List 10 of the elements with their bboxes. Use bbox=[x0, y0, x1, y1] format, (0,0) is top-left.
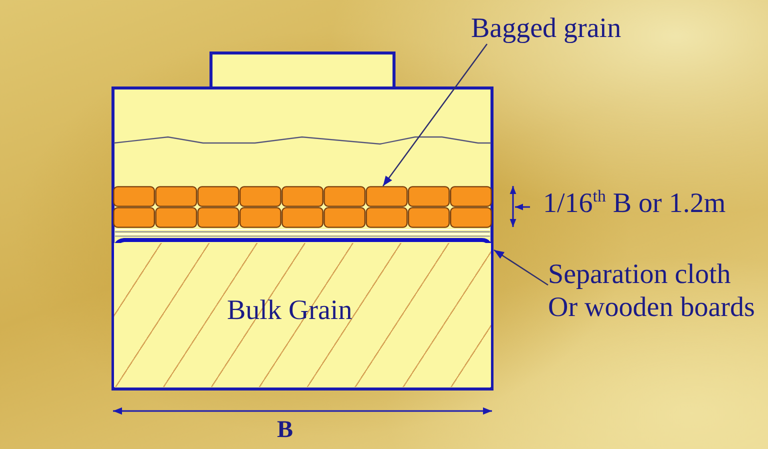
bulk-grain-region bbox=[114, 243, 491, 387]
dimension-label: 1/16$^{th}$ B or 1.2m bbox=[543, 188, 726, 220]
dimension-label: B bbox=[277, 416, 294, 444]
leader-line bbox=[382, 44, 488, 186]
callout-label: Separation cloth Or wooden boards bbox=[548, 258, 761, 324]
grain-bag-stack bbox=[113, 186, 492, 228]
region-label: Bulk Grain bbox=[227, 295, 352, 327]
callout-label: Bagged grain bbox=[471, 12, 622, 45]
leader-line bbox=[494, 249, 548, 286]
separation-cloth bbox=[111, 237, 494, 259]
